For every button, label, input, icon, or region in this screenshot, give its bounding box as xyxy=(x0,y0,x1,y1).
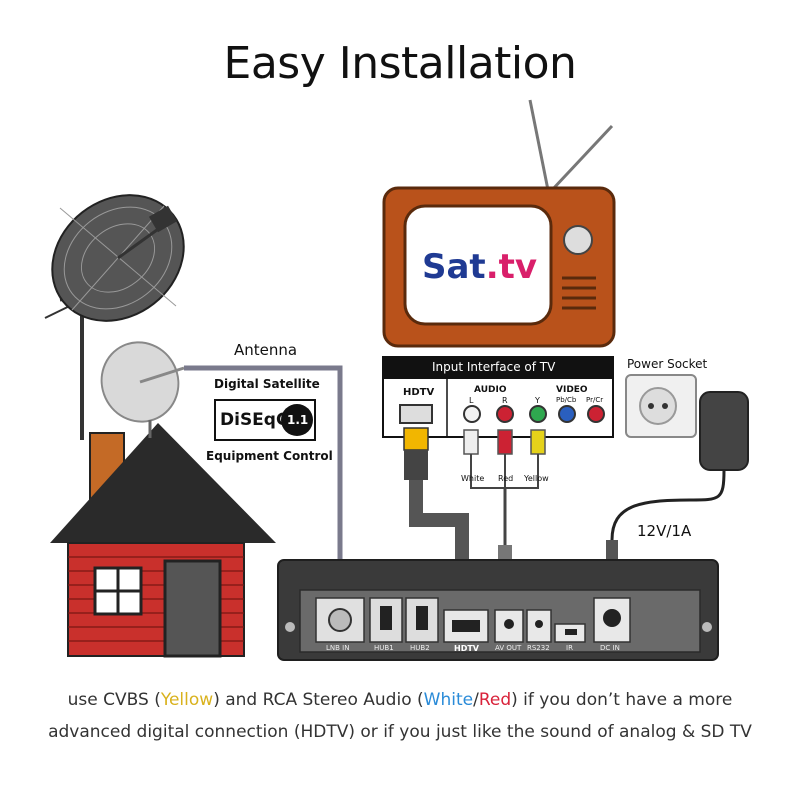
house-icon xyxy=(50,423,276,658)
set-top-box xyxy=(277,559,719,661)
antenna-cable xyxy=(184,365,343,602)
jack-pb-label: Pb/Cb xyxy=(556,396,577,404)
port-av-label: AV OUT xyxy=(495,644,522,652)
port-ir-label: IR xyxy=(566,644,573,652)
antenna-label: Antenna xyxy=(234,341,298,359)
power-socket-label: Power Socket xyxy=(627,357,708,371)
page-title: Easy Installation xyxy=(223,38,577,89)
port-dc-label: DC IN xyxy=(600,644,620,652)
tv-logo-sat: Sat xyxy=(422,247,486,287)
port-lnb-label: LNB IN xyxy=(326,644,350,652)
caption-line-1: use CVBS (Yellow) and RCA Stereo Audio (… xyxy=(0,690,800,710)
tv-logo-dot: . xyxy=(485,247,499,287)
port-hdtv-label: HDTV xyxy=(454,644,479,653)
jack-y-label: Y xyxy=(535,396,540,405)
plug-white-label: White xyxy=(461,474,485,483)
diseqc-bottom-label: Equipment Control xyxy=(206,449,333,463)
plug-red-label: Red xyxy=(498,474,514,483)
power-adapter-icon xyxy=(606,391,749,570)
caption-red: Red xyxy=(478,690,512,710)
plug-yellow-label: Yellow xyxy=(524,474,549,483)
caption-slash: / xyxy=(473,690,479,710)
diseqc-version: 1.1 xyxy=(287,413,309,427)
caption-text-c: ) if you don’t have a more xyxy=(511,690,733,710)
hdtv-label: HDTV xyxy=(403,387,435,398)
caption-yellow: Yellow xyxy=(160,690,214,710)
port-rs232-label: RS232 xyxy=(527,644,550,652)
tv-input-panel xyxy=(382,356,614,438)
tv-logo-tv: tv xyxy=(498,247,538,287)
retro-tv-icon xyxy=(382,99,616,348)
large-satellite-dish-icon xyxy=(44,194,185,440)
jack-l-label: L xyxy=(469,396,474,405)
diseqc-top-label: Digital Satellite xyxy=(214,377,320,391)
input-interface-label: Input Interface of TV xyxy=(432,360,556,374)
jack-r-label: R xyxy=(502,396,508,405)
caption-line-2: advanced digital connection (HDTV) or if… xyxy=(48,722,752,742)
caption-text-b: ) and RCA Stereo Audio ( xyxy=(213,690,424,710)
audio-label: AUDIO xyxy=(474,385,507,395)
small-satellite-dish-icon xyxy=(100,341,185,438)
jack-pr-label: Pr/Cr xyxy=(586,396,604,404)
power-socket-icon xyxy=(625,374,697,438)
port-hub1-label: HUB1 xyxy=(374,644,394,652)
tv-logo: Sat.tv xyxy=(422,247,537,287)
caption-text-a: use CVBS ( xyxy=(67,690,161,710)
caption-white: White xyxy=(423,690,474,710)
diseqc-logo xyxy=(214,399,316,441)
video-label: VIDEO xyxy=(556,385,588,395)
diseqc-logo-text: DiSEqC xyxy=(220,410,289,430)
power-rating-label: 12V/1A xyxy=(637,522,692,540)
port-hub2-label: HUB2 xyxy=(410,644,430,652)
